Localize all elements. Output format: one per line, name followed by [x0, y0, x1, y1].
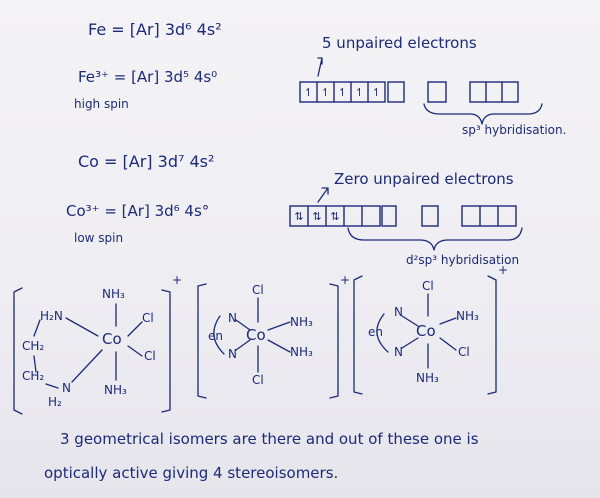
s2-n-top: N: [228, 311, 237, 325]
co-d-orbital-3: ⇅: [330, 210, 340, 223]
s1-right-bracket: [161, 289, 171, 413]
conclusion-line-1: 3 geometrical isomers are there and out …: [60, 430, 479, 448]
s2-charge: +: [340, 273, 351, 287]
s2-en: en: [208, 329, 223, 343]
s1-cl-b: Cl: [144, 349, 156, 363]
s3-cl-top: Cl: [422, 279, 434, 293]
s1-charge: +: [172, 273, 183, 287]
fe-spin-label: high spin: [74, 97, 129, 111]
s1-nh3-bottom: NH₃: [104, 383, 127, 397]
s1-left-bracket: [13, 287, 23, 415]
s3-en: en: [368, 325, 383, 339]
fe-d-orbital-2: ↿: [320, 86, 331, 99]
co-hybrid-label: d²sp³ hybridisation: [406, 253, 520, 267]
co3-ion-config: Co³⁺ = [Ar] 3d⁶ 4s°: [66, 202, 210, 220]
co-4s-box: [421, 205, 439, 227]
fe-4s-box: [427, 81, 447, 103]
s1-h2n: H₂N: [40, 309, 63, 323]
s3-nh3-bottom: NH₃: [416, 371, 439, 385]
s1-n-lower: N: [62, 381, 71, 395]
conclusion-line-2: optically active giving 4 stereoisomers.: [44, 464, 339, 482]
s3-co-center: Co: [416, 322, 436, 340]
s3-cl-right: Cl: [458, 345, 470, 359]
s3-charge: +: [498, 263, 509, 277]
fe-d-orbital-1: ↿: [303, 86, 314, 99]
fe-d-orbital-4: ↿: [354, 86, 365, 99]
s3-n-bottom: N: [394, 345, 403, 359]
s1-co-center: Co: [102, 330, 122, 348]
co-spin-label: low spin: [74, 231, 124, 245]
fe-d-orbital-3: ↿: [337, 86, 348, 99]
fe-4p-box: [469, 81, 519, 103]
s2-left-bracket: [197, 283, 207, 399]
s1-nh3-top: NH₃: [102, 287, 125, 301]
s2-co-center: Co: [246, 326, 266, 344]
fe-ground-config: Fe = [Ar] 3d⁶ 4s²: [88, 20, 222, 39]
s1-ch2-a: CH₂: [22, 339, 45, 353]
fe-d-orbital-5: ↿: [371, 86, 382, 99]
fe-unpaired-note: 5 unpaired electrons: [322, 34, 477, 52]
fe3-ion-config: Fe³⁺ = [Ar] 3d⁵ 4s⁰: [78, 68, 218, 86]
s3-left-bracket: [353, 275, 363, 395]
s1-ch2-b: CH₂: [22, 369, 45, 383]
co-d-box-group: [289, 205, 381, 227]
s2-right-bracket: [329, 283, 339, 399]
s2-cl-top: Cl: [252, 283, 264, 297]
s2-n-bottom: N: [228, 347, 237, 361]
s3-n-top: N: [394, 305, 403, 319]
s1-h2-lower: H₂: [48, 395, 62, 409]
co-4p-box: [461, 205, 517, 227]
co-ground-config: Co = [Ar] 3d⁷ 4s²: [78, 152, 215, 171]
s1-cl-a: Cl: [142, 311, 154, 325]
fe-hybrid-label: sp³ hybridisation.: [462, 123, 567, 137]
s2-nh3-b: NH₃: [290, 345, 313, 359]
s2-cl-bottom: Cl: [252, 373, 264, 387]
co-d-orbital-1: ⇅: [294, 210, 304, 223]
fe-d-box-group: [299, 81, 386, 103]
co-d-orbital-2: ⇅: [312, 210, 322, 223]
s2-nh3-a: NH₃: [290, 315, 313, 329]
s3-right-bracket: [487, 275, 497, 395]
s3-nh3-right: NH₃: [456, 309, 479, 323]
co-unpaired-note: Zero unpaired electrons: [334, 170, 514, 188]
